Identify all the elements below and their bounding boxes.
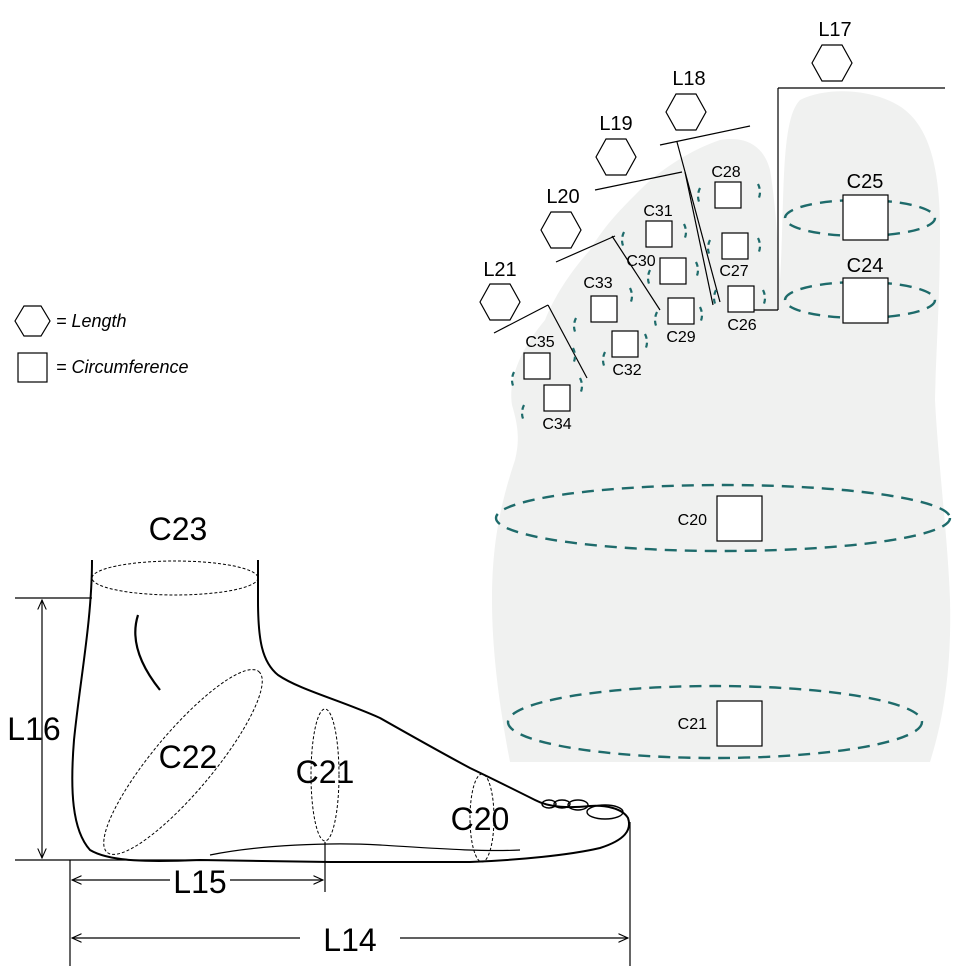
c31-label: C31 [643, 203, 672, 220]
c31-arc-left [620, 231, 625, 249]
c28-arc-right [757, 183, 762, 201]
c28-label: C28 [711, 164, 740, 181]
c28-arc-left [696, 187, 701, 205]
c21-square-icon [716, 700, 763, 747]
l15-label: L15 [173, 864, 226, 900]
l19-line [594, 171, 683, 191]
legend-hexagon-icon [14, 305, 51, 337]
c35-square-icon [523, 352, 551, 380]
l17-label: L17 [818, 19, 851, 41]
l18-line [659, 125, 751, 146]
l20-label: L20 [546, 186, 579, 208]
legend-length-text: = Length [56, 311, 127, 331]
c32-arc-left [601, 351, 606, 369]
c25-square-icon [842, 194, 889, 241]
l18-hexagon-icon [665, 93, 707, 131]
c20-side-ring [469, 773, 495, 863]
top-view-foot-silhouette [492, 91, 951, 763]
c34-arc-left [520, 404, 525, 422]
c20-top-label: C20 [678, 512, 707, 529]
c35-arc-right [572, 347, 577, 365]
ankle-curve [134, 614, 161, 691]
c29-square-icon [667, 297, 695, 325]
c27-arc-right [757, 237, 762, 255]
l19-axis [684, 171, 714, 306]
l18-label: L18 [672, 68, 705, 90]
c35-label: C35 [525, 334, 554, 351]
c21-side-ring [310, 708, 340, 842]
c34-square-icon [543, 384, 571, 412]
l20-line [555, 235, 616, 263]
l21-label: L21 [483, 259, 516, 281]
toe-4 [541, 799, 557, 809]
c27-label: C27 [719, 263, 748, 280]
toe-2 [567, 799, 589, 811]
legend: = Length = Circumference [14, 305, 189, 383]
c25-label: C25 [847, 171, 884, 193]
c35-arc-left [510, 371, 515, 389]
c32-square-icon [611, 330, 639, 358]
c20-side-label: C20 [451, 801, 510, 837]
side-sole-line [209, 843, 521, 856]
l17-hexagon-icon [811, 44, 853, 82]
c33-arc-right [629, 287, 634, 305]
c26-arc-right [762, 289, 767, 307]
c22-ring [103, 669, 263, 855]
c34-label: C34 [542, 416, 571, 433]
l16-label: L16 [7, 711, 60, 747]
legend-circumference-text: = Circumference [56, 357, 189, 377]
c26-label: C26 [727, 317, 756, 334]
c29-arc-right [699, 306, 704, 324]
l20-axis [611, 235, 661, 311]
c32-label: C32 [612, 362, 641, 379]
c20-ring [494, 483, 952, 553]
c31-arc-right [683, 223, 688, 241]
c30-square-icon [659, 257, 687, 285]
l19-label: L19 [599, 113, 632, 135]
l21-axis [547, 304, 588, 379]
c30-label: C30 [626, 253, 655, 270]
l21-hexagon-icon [479, 283, 521, 321]
c23-ring [91, 560, 259, 596]
c31-square-icon [645, 220, 673, 248]
c24-label: C24 [847, 255, 884, 277]
c21-ring [506, 684, 924, 760]
top-view: L17 L18 L19 L20 L21 C25 C24 C20 C21 C28 … [479, 19, 952, 763]
c21-side-label: C21 [296, 754, 355, 790]
side-view: C23 C22 C21 C20 L16 L15 L14 [7, 511, 631, 966]
c33-arc-left [572, 317, 577, 335]
c21-top-label: C21 [678, 716, 707, 733]
c22-label: C22 [159, 739, 218, 775]
l18-axis [676, 141, 721, 303]
c26-arc-left [712, 289, 717, 307]
side-foot-outline [71, 559, 630, 864]
c28-square-icon [714, 181, 742, 209]
c24-square-icon [842, 277, 889, 324]
l19-hexagon-icon [595, 138, 637, 176]
l20-hexagon-icon [540, 211, 582, 249]
c32-arc-right [644, 333, 649, 351]
c20-square-icon [716, 495, 763, 542]
c33-label: C33 [583, 275, 612, 292]
legend-square-icon [17, 352, 48, 383]
l21-line [493, 304, 549, 334]
c29-arc-left [653, 311, 658, 329]
c29-label: C29 [666, 329, 695, 346]
c26-square-icon [727, 285, 755, 313]
c34-arc-right [579, 377, 584, 395]
l14-label: L14 [323, 922, 376, 958]
c25-ring [783, 198, 937, 238]
toe-3 [553, 799, 571, 809]
big-toe [586, 804, 624, 820]
c23-label: C23 [149, 511, 208, 547]
c24-ring [783, 280, 937, 320]
c30-arc-right [695, 261, 700, 279]
c27-arc-left [706, 239, 711, 257]
c30-arc-left [646, 269, 651, 287]
c33-square-icon [590, 295, 618, 323]
c27-square-icon [721, 232, 749, 260]
